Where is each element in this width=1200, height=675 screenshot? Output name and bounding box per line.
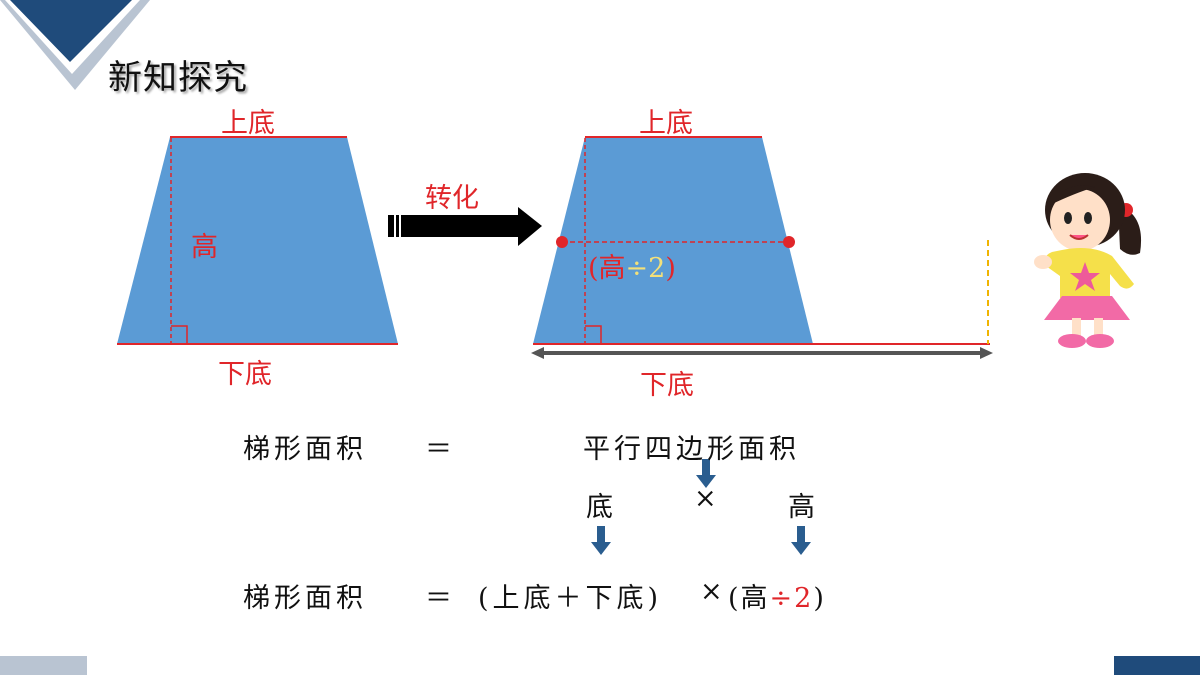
- formula-line3-close: ): [813, 583, 826, 614]
- left-bottom-base-label: 下底: [218, 359, 272, 390]
- double-arrow-icon: [531, 347, 993, 359]
- slide-title: 新知探究: [108, 58, 248, 98]
- midpoint-right-dot: [783, 236, 795, 248]
- half-height-open: (高: [588, 253, 626, 284]
- left-right-angle-mark: [171, 325, 188, 344]
- right-top-base-label: 上底: [639, 108, 693, 139]
- formula-line1-left: 梯形面积: [243, 434, 367, 465]
- formula-line3-left: 梯形面积: [243, 583, 367, 614]
- down-arrow-icon: [791, 526, 811, 555]
- formula-line3-sum: (上底＋下底): [478, 583, 663, 614]
- formula-line3-half-height: (高÷2): [728, 576, 826, 615]
- down-arrow-icon: [591, 526, 611, 555]
- footer-bar-right: [1114, 656, 1200, 675]
- formula-equals-2: ＝: [425, 583, 456, 614]
- down-arrow-icon: [696, 459, 716, 488]
- left-trapezoid: [117, 137, 398, 344]
- header-corner-icon: [0, 0, 150, 90]
- formula-line1-right: 平行四边形面积: [583, 434, 800, 465]
- half-height-close: ): [665, 253, 676, 284]
- midpoint-left-dot: [556, 236, 568, 248]
- right-bottom-base-label: 下底: [640, 370, 694, 401]
- transform-label: 转化: [425, 183, 479, 214]
- right-right-angle-mark: [585, 325, 602, 344]
- formula-equals-1: ＝: [425, 434, 456, 465]
- formula-line3-div: ÷2: [769, 583, 814, 614]
- left-height-label: 高: [191, 232, 218, 263]
- right-trapezoid: [533, 137, 813, 344]
- right-arrow-icon: [388, 207, 542, 246]
- girl-illustration-icon: [1034, 173, 1142, 348]
- formula-line3-open: (高: [728, 583, 770, 614]
- formula-times: ×: [694, 483, 721, 514]
- formula-base: 底: [586, 492, 617, 523]
- footer-bar-left: [0, 656, 87, 675]
- half-height-label: (高÷2): [588, 246, 676, 285]
- half-height-div: ÷2: [625, 253, 666, 284]
- formula-line3-times: ×: [700, 576, 727, 607]
- formula-height: 高: [788, 492, 819, 523]
- left-top-base-label: 上底: [221, 108, 275, 139]
